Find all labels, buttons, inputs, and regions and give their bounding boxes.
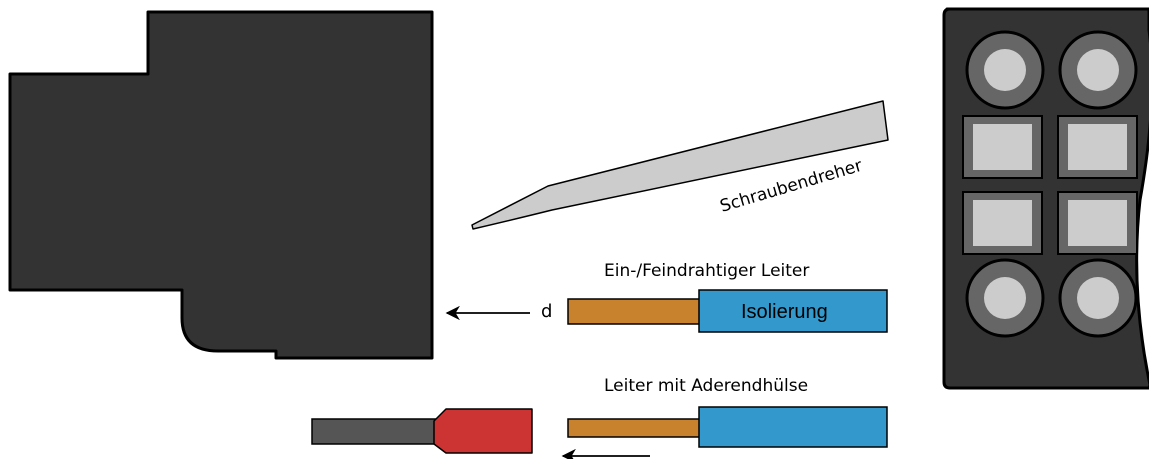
dimension-d-label: d bbox=[541, 301, 552, 322]
insulation-label: Isolierung bbox=[741, 301, 828, 323]
wire-insulation bbox=[698, 289, 888, 333]
bare-conductor-ferrule-wire bbox=[567, 418, 702, 438]
push-in-opening-upper-left bbox=[962, 115, 1043, 179]
push-in-opening-lower-right bbox=[1057, 191, 1138, 255]
ferrule-sleeve bbox=[433, 408, 533, 454]
screw-terminal-bottom-right bbox=[1058, 258, 1138, 338]
screw-terminal-top-left bbox=[965, 30, 1045, 110]
ferrule-pin bbox=[311, 418, 440, 445]
terminal-housing-side-view bbox=[8, 10, 434, 360]
screwdriver bbox=[471, 100, 889, 230]
screw-terminal-top-right bbox=[1058, 30, 1138, 110]
push-in-opening-upper-right bbox=[1057, 115, 1138, 179]
solid-wire-label: Ein-/Feindrahtiger Leiter bbox=[604, 261, 809, 281]
push-in-opening-lower-left bbox=[962, 191, 1043, 255]
screw-terminal-bottom-left bbox=[965, 258, 1045, 338]
wire-insulation-ferrule-wire bbox=[698, 406, 888, 448]
bare-conductor bbox=[567, 298, 702, 325]
ferrule-wire-label: Leiter mit Aderendhülse bbox=[604, 376, 808, 396]
